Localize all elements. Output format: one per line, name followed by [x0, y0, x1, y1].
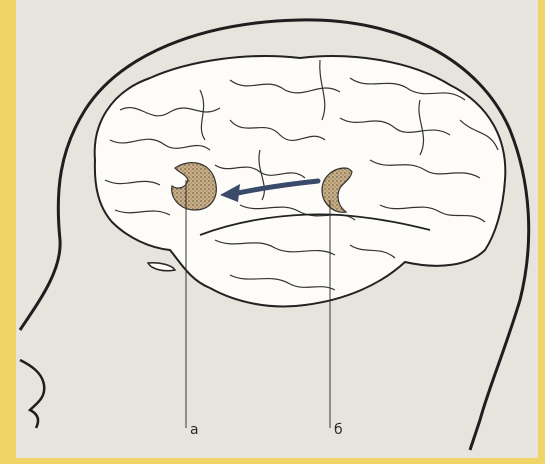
label-a: а — [190, 422, 199, 438]
label-b: б — [334, 422, 343, 438]
brain-stem-tail — [148, 263, 175, 271]
face-outline — [20, 360, 44, 428]
